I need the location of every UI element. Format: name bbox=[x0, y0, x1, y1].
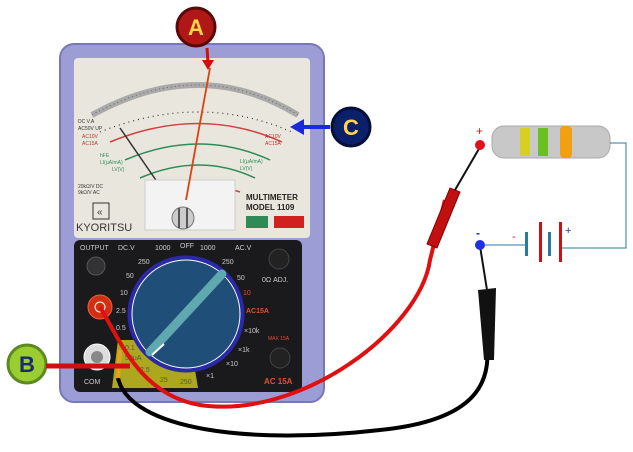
scale-label-li-right: LI(μA/mA) bbox=[240, 159, 263, 165]
positive-terminal[interactable] bbox=[475, 140, 485, 150]
marker-a: A bbox=[175, 6, 217, 70]
brand-name: KYORITSU bbox=[76, 222, 132, 234]
zero-adj-label: 0Ω ADJ. bbox=[262, 277, 288, 284]
resistor-band-green bbox=[538, 128, 548, 156]
dcv-2.5: 2.5 bbox=[116, 308, 126, 315]
marker-a-label: A bbox=[188, 15, 204, 40]
scale-label-ac10v-right: AC10V bbox=[265, 134, 282, 140]
battery-cell-pos2 bbox=[559, 222, 562, 262]
scale-label-ac15a: AC15A bbox=[82, 141, 99, 147]
model-line1: MULTIMETER bbox=[246, 193, 298, 202]
sensitivity-ac: 9kΩ/V AC bbox=[78, 190, 100, 196]
scale-label-dcva: DC V.A bbox=[78, 119, 95, 125]
test-circuit: + - - + bbox=[475, 124, 627, 262]
dca-250: 250 bbox=[180, 379, 192, 386]
ohm-x10k: ×10k bbox=[244, 328, 260, 335]
ohm-x1: ×1 bbox=[206, 373, 214, 380]
marker-c-label: C bbox=[343, 115, 359, 140]
red-probe[interactable] bbox=[426, 187, 461, 249]
scale-label-ac15a-right: AC15A bbox=[265, 141, 282, 147]
zero-adjust-screw[interactable] bbox=[171, 206, 195, 230]
protection-badge bbox=[274, 216, 304, 228]
resistor bbox=[491, 125, 611, 159]
dcv-10: 10 bbox=[120, 290, 128, 297]
acv-50: 50 bbox=[237, 275, 245, 282]
scale-label-ac50v: AC50V UP bbox=[78, 126, 103, 132]
dcv-50: 50 bbox=[126, 273, 134, 280]
circuit-wire-right bbox=[562, 142, 627, 249]
svg-text:«: « bbox=[97, 207, 103, 218]
negative-terminal-label: - bbox=[476, 226, 480, 240]
dca-2.5: 2.5 bbox=[140, 367, 150, 374]
black-probe[interactable] bbox=[478, 288, 496, 360]
resistor-band-yellow bbox=[520, 128, 530, 156]
dcv-label: DC.V bbox=[118, 245, 135, 252]
marker-b: B bbox=[6, 343, 130, 385]
resistor-band-orange bbox=[560, 126, 572, 158]
dcv-0.5: 0.5 bbox=[116, 325, 126, 332]
dcv-250: 250 bbox=[138, 259, 150, 266]
scale-label-lv: LV(V) bbox=[112, 167, 125, 173]
cert-badge bbox=[246, 216, 268, 228]
dca-0.1: 0.1 bbox=[125, 345, 135, 352]
ac15a-jack[interactable] bbox=[269, 347, 291, 369]
ohm-x1k: ×1k bbox=[238, 347, 250, 354]
dial-indicator bbox=[151, 343, 165, 356]
scale-label-ac10v: AC10V bbox=[82, 134, 99, 140]
marker-b-label: B bbox=[19, 352, 35, 377]
model-line2: MODEL 1109 bbox=[246, 203, 295, 212]
com-label: COM bbox=[84, 379, 101, 386]
black-probe-lead bbox=[116, 344, 490, 438]
ohm-x10: ×10 bbox=[226, 361, 238, 368]
negative-terminal[interactable] bbox=[475, 240, 485, 250]
meter-needle bbox=[185, 67, 211, 201]
multimeter: DC V.A AC50V UP AC10V AC15A hFE LI(μA/mA… bbox=[59, 43, 325, 403]
black-probe-tip bbox=[479, 245, 488, 291]
scale-label-li: LI(μA/mA) bbox=[100, 160, 123, 166]
dca-25: 25 bbox=[160, 377, 168, 384]
dca-50ua: 50μA bbox=[125, 355, 142, 362]
scale-label-hfe: hFE bbox=[100, 153, 110, 159]
off-label: OFF bbox=[180, 243, 194, 250]
battery-cell-neg2 bbox=[548, 232, 551, 256]
ac15a-range: AC15A bbox=[246, 308, 269, 315]
red-probe-lead bbox=[98, 199, 447, 409]
acv-10: 10 bbox=[243, 290, 251, 297]
positive-terminal-label: + bbox=[476, 124, 483, 138]
battery-cell-neg1 bbox=[525, 232, 528, 256]
max-label: MAX 15A bbox=[268, 336, 290, 342]
battery-cell-pos1 bbox=[539, 222, 542, 262]
sensitivity-dc: 20kΩ/V DC bbox=[78, 184, 104, 190]
red-probe-tip bbox=[454, 146, 481, 191]
acv-250: 250 bbox=[222, 259, 234, 266]
acv-1000: 1000 bbox=[200, 245, 216, 252]
meter-face bbox=[74, 58, 310, 238]
battery-plus-label: + bbox=[565, 225, 571, 237]
zero-adj-knob[interactable] bbox=[268, 248, 290, 270]
dcv-1000: 1000 bbox=[155, 245, 171, 252]
marker-c: C bbox=[290, 106, 372, 148]
kyoritsu-logo bbox=[92, 202, 110, 220]
acv-label: AC.V bbox=[235, 245, 252, 252]
ac15a-label: AC 15A bbox=[264, 377, 293, 386]
scale-label-lv-right: LV(V) bbox=[240, 166, 253, 172]
output-label: OUTPUT bbox=[80, 245, 110, 252]
dial-pointer-bar bbox=[145, 269, 227, 357]
arrow-a-icon bbox=[202, 60, 214, 70]
battery-minus-label: - bbox=[512, 231, 516, 243]
output-jack[interactable] bbox=[86, 256, 106, 276]
hfe-pointer-line bbox=[119, 127, 161, 187]
arrow-c-icon bbox=[290, 119, 304, 135]
